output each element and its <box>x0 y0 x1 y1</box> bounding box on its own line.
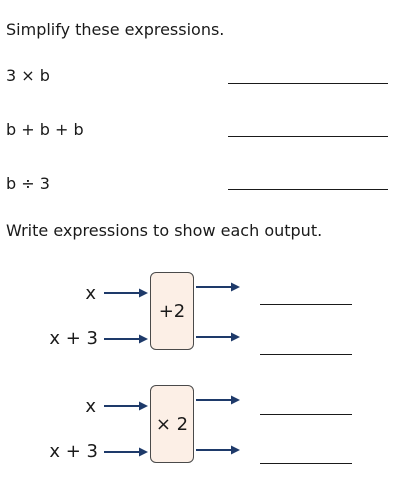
machine-2-input-2: x + 3 <box>49 441 98 462</box>
machine-1-operation: +2 <box>158 301 186 322</box>
machine-1-out-arrow-2 <box>196 332 240 342</box>
expression-2: b + b + b <box>6 120 84 139</box>
machine-1-box: +2 <box>150 272 194 350</box>
machine-1-input-2: x + 3 <box>49 328 98 349</box>
answer-line-3[interactable] <box>228 189 388 190</box>
machine-2-out-arrow-1 <box>196 395 240 405</box>
expression-3: b ÷ 3 <box>6 174 50 193</box>
machine-2-output-line-2[interactable] <box>260 463 352 464</box>
machine-1-in-arrow-1 <box>104 288 148 298</box>
machine-1-output-line-2[interactable] <box>260 354 352 355</box>
answer-line-2[interactable] <box>228 136 388 137</box>
section-1-heading: Simplify these expressions. <box>6 20 225 39</box>
machine-1-output-line-1[interactable] <box>260 304 352 305</box>
machine-1-in-arrow-2 <box>104 334 148 344</box>
machine-2-operation: × 2 <box>155 414 189 435</box>
machine-2-output-line-1[interactable] <box>260 414 352 415</box>
machine-1-input-1: x <box>85 283 96 304</box>
machine-2-in-arrow-2 <box>104 447 148 457</box>
section-2-heading: Write expressions to show each output. <box>6 221 323 240</box>
machine-2-in-arrow-1 <box>104 401 148 411</box>
machine-1-out-arrow-1 <box>196 282 240 292</box>
answer-line-1[interactable] <box>228 83 388 84</box>
machine-2-out-arrow-2 <box>196 445 240 455</box>
expression-1: 3 × b <box>6 66 50 85</box>
machine-2-input-1: x <box>85 396 96 417</box>
machine-2-box: × 2 <box>150 385 194 463</box>
